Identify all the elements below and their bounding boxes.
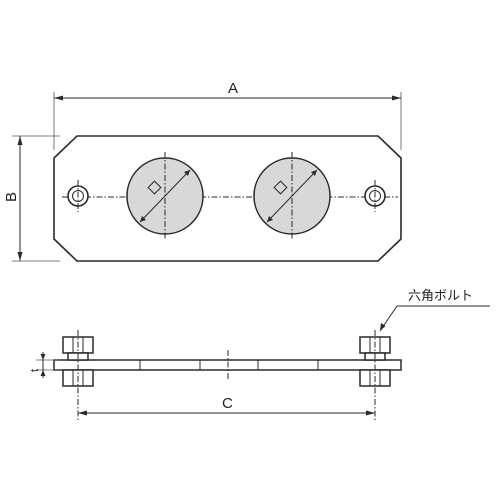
side-view: 六角ボルト t C (29, 289, 490, 420)
dimension-t (36, 352, 60, 378)
bolt-callout-leader (379, 305, 490, 332)
large-hole-right (253, 152, 331, 240)
dimension-a (53, 92, 402, 150)
hex-bolt-right (359, 330, 391, 420)
dimension-b (12, 135, 60, 262)
bolt-callout-label: 六角ボルト (408, 289, 473, 304)
large-hole-left (126, 152, 204, 240)
dimension-c-label: C (222, 395, 233, 412)
hex-bolt-left (62, 330, 94, 420)
dimension-c (78, 410, 375, 416)
small-hole-right (364, 180, 386, 212)
dimension-b-label: B (3, 192, 20, 202)
small-hole-left (67, 180, 89, 212)
top-view: A B (3, 80, 402, 262)
plate-outline (53, 135, 402, 262)
dimension-a-label: A (228, 80, 238, 97)
dimension-t-label: t (29, 369, 41, 372)
